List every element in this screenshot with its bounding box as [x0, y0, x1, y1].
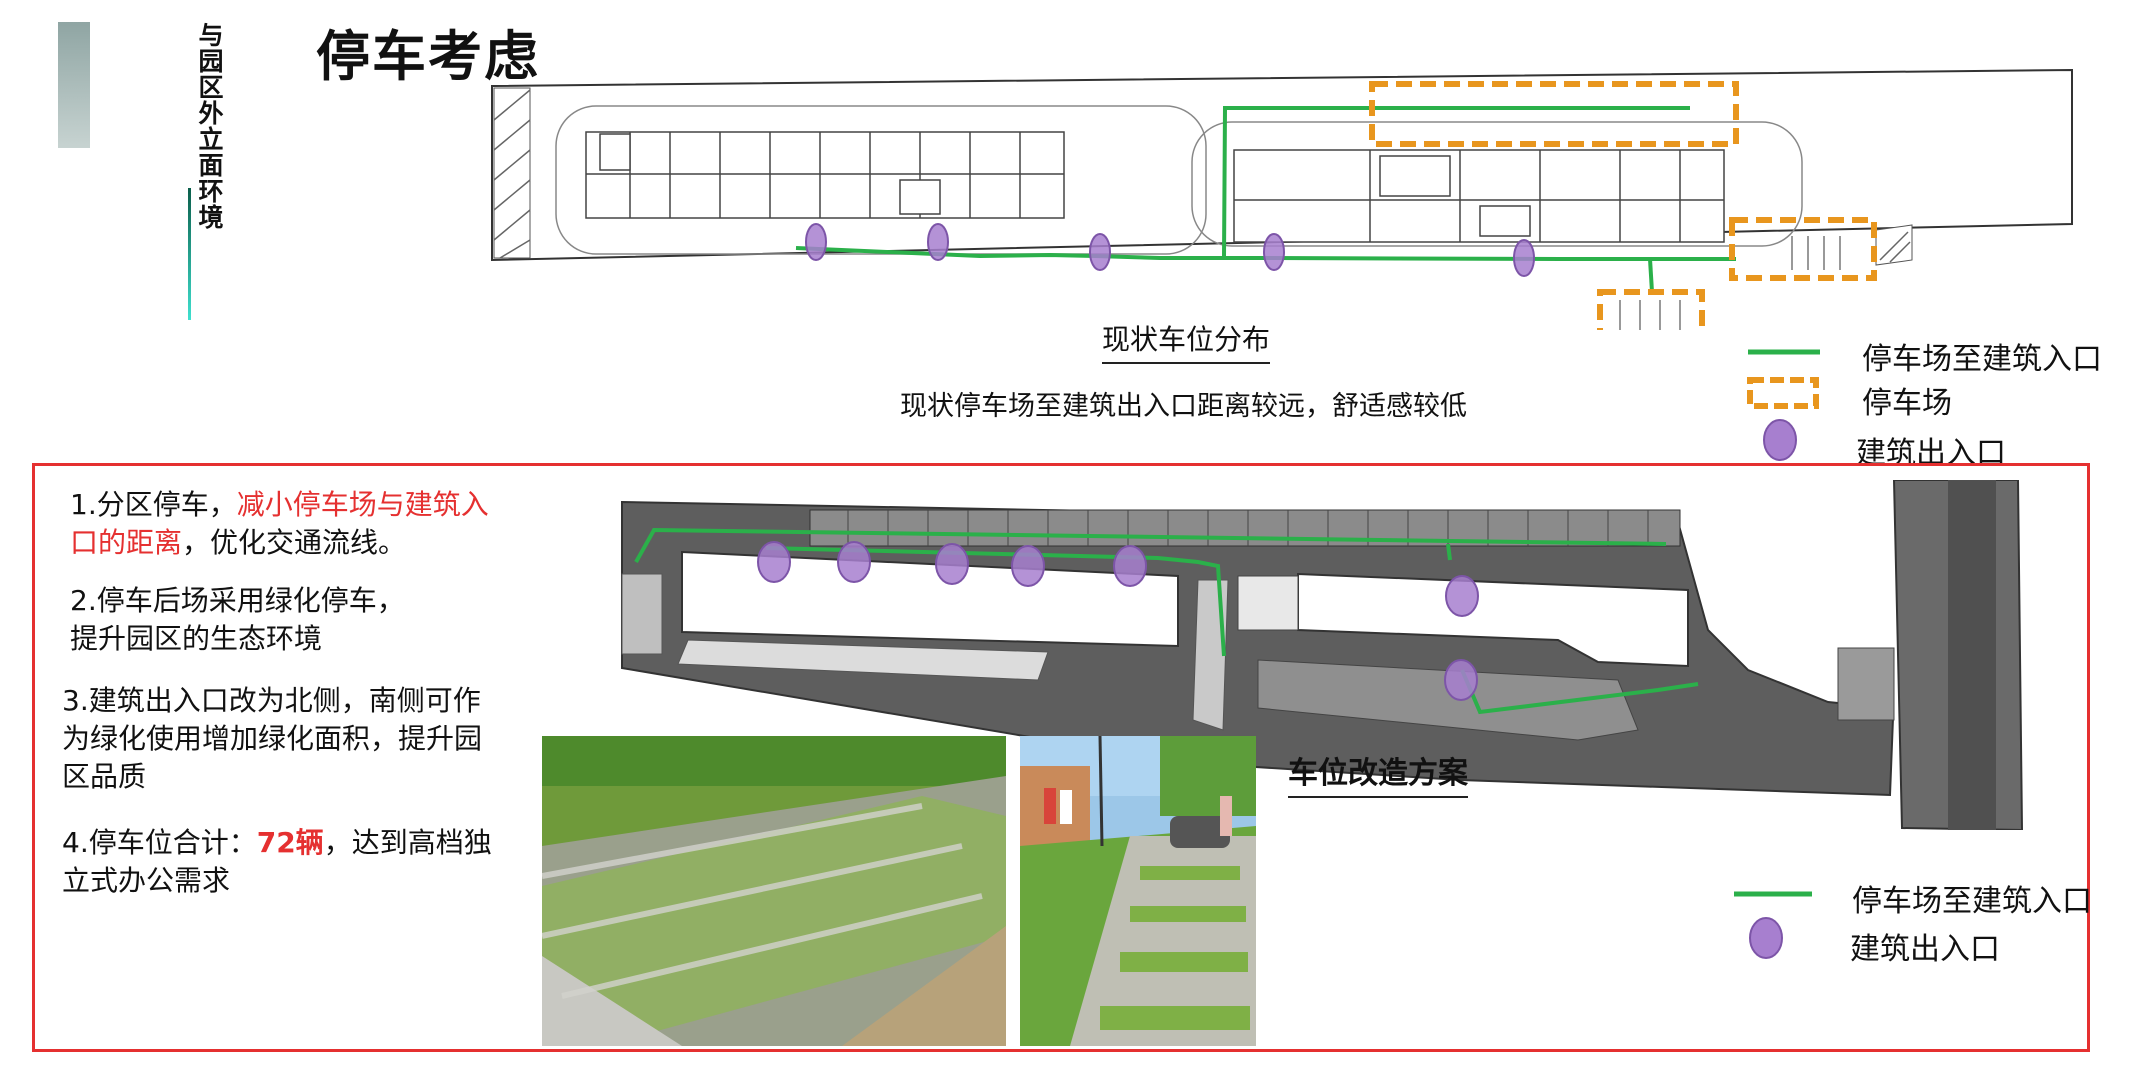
parking-lots-current — [1369, 81, 1877, 330]
building-east — [1233, 149, 1725, 243]
route-lines-current — [795, 106, 1736, 293]
east-road-lane — [1948, 480, 1996, 830]
section-vertical-title: 与园区外立面环境 — [195, 22, 224, 230]
purple-ellipse-icon — [1749, 917, 1783, 959]
walkway-west — [677, 639, 1049, 681]
courtyard-south — [1257, 659, 1639, 741]
hatch-left — [493, 87, 531, 259]
legend-top-icons — [1747, 349, 1820, 461]
building-west — [585, 131, 1065, 219]
legend-bottom-icons — [1734, 891, 1812, 959]
hatch-right — [1875, 224, 1913, 266]
purple-ellipse-icon — [1763, 419, 1797, 461]
point-3: 3.建筑出入口改为北侧，南侧可作为绿化使用增加绿化面积，提升园区品质 — [62, 684, 483, 793]
accent-line — [188, 188, 191, 320]
scheme-site-plan — [621, 480, 2024, 830]
grass-paver-photo-2 — [1020, 736, 1256, 1046]
current-site-plan — [491, 68, 2073, 330]
road-loop-west — [555, 105, 1207, 255]
point-1: 1.分区停车，减小停车场与建筑入口的距离，优化交通流线。 — [70, 488, 489, 559]
road-loop-east — [1191, 121, 1803, 247]
point-4: 4.停车位合计：72辆，达到高档独立式办公需求 — [62, 826, 492, 897]
current-plan-caption: 现状车位分布 — [1102, 318, 1271, 364]
scheme-building-core — [1237, 575, 1299, 631]
orange-dashed-box-icon — [1747, 377, 1819, 409]
scheme-caption: 车位改造方案 — [1288, 748, 1468, 798]
legend-bottom-entrance: 建筑出入口 — [1850, 932, 2000, 967]
east-plaza — [1837, 647, 1895, 721]
legend-top-route: 停车场至建筑入口 — [1862, 342, 2102, 377]
page-title: 停车考虑 — [316, 25, 540, 88]
side-accent-bar — [58, 22, 90, 148]
legend-bottom-route: 停车场至建筑入口 — [1852, 884, 2092, 919]
grass-paver-photo-1 — [542, 736, 1006, 1046]
green-parking-west — [621, 573, 663, 655]
legend-top-parking: 停车场 — [1862, 386, 1952, 421]
current-plan-note: 现状停车场至建筑出入口距离较远，舒适感较低 — [900, 391, 1467, 422]
point-2: 2.停车后场采用绿化停车，提升园区的生态环境 — [70, 584, 405, 655]
entrances-current — [805, 223, 1535, 277]
entrances-scheme — [757, 541, 1479, 701]
scheme-frame — [32, 463, 2090, 1052]
parking-stalls — [1619, 236, 1841, 330]
